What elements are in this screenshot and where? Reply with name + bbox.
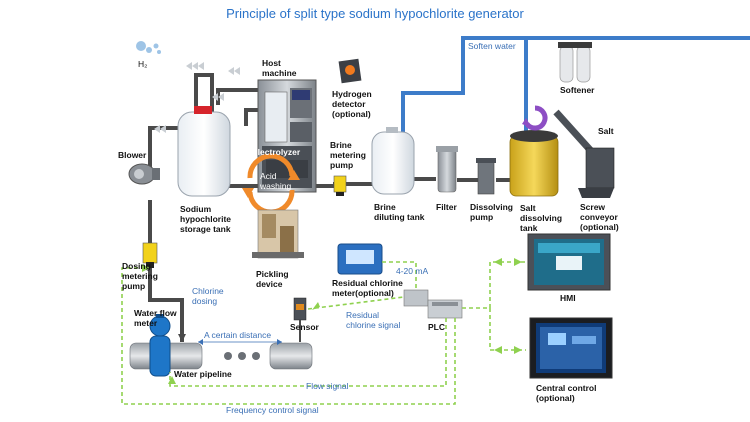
pickling-device [252, 209, 304, 259]
acid-washing-label: Acid washing [260, 171, 292, 191]
water-pipeline-label: Water pipeline [174, 369, 232, 379]
central-control-screen [529, 317, 613, 379]
signal-arrows [142, 258, 522, 384]
plc-label: PLC [428, 322, 445, 332]
dissolving-pump-graphic [476, 158, 496, 195]
gas-flow-chevrons [154, 62, 240, 133]
brine-diluting-tank [371, 127, 415, 195]
hmi-screen [527, 233, 611, 291]
residual-chlorine-signal-label: Residual chlorine signal [346, 310, 401, 330]
hydrogen-detector-label: Hydrogen detector (optional) [332, 89, 372, 119]
storage-tank [177, 106, 231, 197]
soft-water-pipe [401, 36, 750, 134]
plc-modules [403, 289, 463, 319]
salt-dissolving-tank [509, 105, 559, 197]
salt-dissolving-tank-label: Salt dissolving tank [520, 203, 563, 233]
pickling-device-label: Pickling device [256, 269, 289, 289]
diagram-title: Principle of split type sodium hypochlor… [226, 6, 524, 21]
central-control-label: Central control (optional) [536, 383, 597, 403]
hmi-label: HMI [560, 293, 576, 303]
water-flow-meter-label: Water flow meter [134, 308, 177, 328]
screw-conveyor-label: Screw conveyor (optional) [580, 202, 619, 232]
certain-distance-label: A certain distance [204, 330, 272, 340]
softener-label: Softener [560, 85, 595, 95]
storage-tank-label: Sodium hypochlorite storage tank [180, 204, 232, 234]
softener [558, 42, 592, 83]
brine-metering-pump-graphic [333, 175, 347, 196]
hydrogen-detector [338, 58, 362, 84]
dosing-metering-pump-label: Dosing metering pump [122, 261, 158, 291]
dissolving-pump-label: Dissolving pump [470, 202, 513, 222]
sensor-label: Sensor [290, 322, 319, 332]
salt-label: Salt [598, 126, 614, 136]
water-flow-meter-graphic [149, 314, 171, 377]
process-pipes [148, 73, 512, 342]
chlorine-dosing-label: Chlorine dosing [192, 286, 224, 306]
dosing-metering-pump-graphic [142, 242, 158, 268]
soften-water-label: Soften water [468, 41, 516, 51]
residual-chlorine-meter-label: Residual chlorine meter(optional) [332, 278, 403, 298]
filter-graphic [436, 146, 458, 193]
h2-label: H₂ [138, 59, 148, 69]
blower-label: Blower [118, 150, 147, 160]
flow-signal-label: Flow signal [306, 381, 349, 391]
ma-signal-label: 4-20 mA [396, 266, 429, 276]
blower [128, 163, 160, 185]
screw-conveyor [553, 109, 615, 198]
sensor-graphic [293, 297, 307, 342]
filter-label: Filter [436, 202, 457, 212]
frequency-control-signal-label: Frequency control signal [226, 405, 319, 415]
brine-metering-pump-label: Brine metering pump [330, 140, 366, 170]
host-machine-label: Host machine [262, 58, 297, 78]
residual-chlorine-meter [337, 243, 383, 275]
brine-diluting-tank-label: Brine diluting tank [374, 202, 425, 222]
h2-bubbles [136, 41, 161, 54]
electrolyzer-label: Electrolyzer [252, 147, 301, 157]
